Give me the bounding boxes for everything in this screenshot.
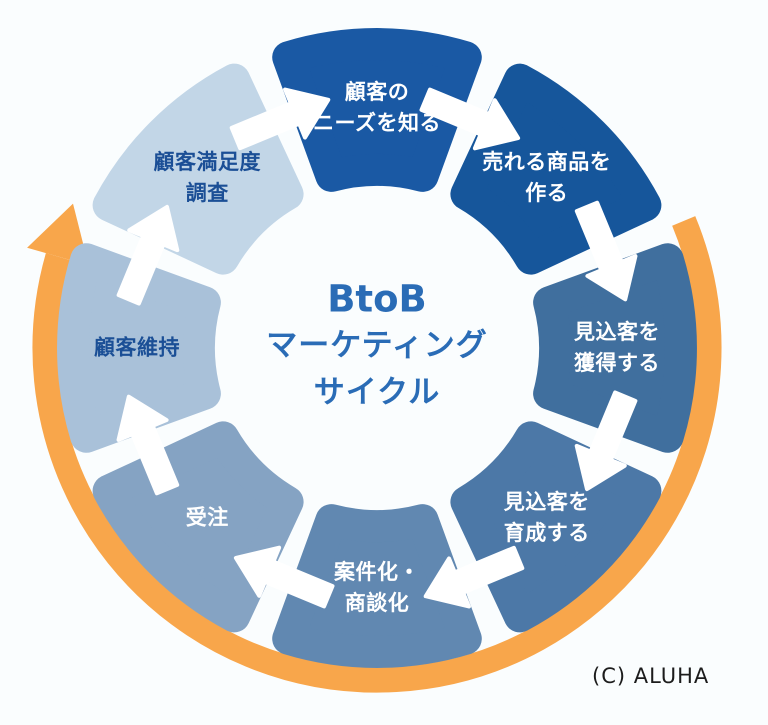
step-arrow-shape xyxy=(423,545,525,609)
copyright-credit: (C) ALUHA xyxy=(592,664,710,688)
cycle-segment-1 xyxy=(272,28,482,192)
diagram-center-title: BtoB マーケティング サイクル xyxy=(266,276,488,417)
step-arrow-icon xyxy=(574,200,638,302)
step-arrow-icon xyxy=(419,87,521,151)
step-arrow-shape xyxy=(574,200,638,302)
step-arrow-icon xyxy=(233,545,335,609)
step-arrow-icon xyxy=(229,87,331,151)
center-title-line2: マーケティング xyxy=(266,327,488,364)
step-arrow-icon xyxy=(116,204,180,306)
step-arrow-icon xyxy=(574,390,638,492)
step-arrow-icon xyxy=(116,394,180,496)
step-arrow-shape xyxy=(116,394,180,496)
step-arrow-shape xyxy=(229,87,331,151)
center-title-line3: サイクル xyxy=(313,374,441,411)
center-title-line1: BtoB xyxy=(327,277,427,321)
cycle-direction-arc xyxy=(32,216,722,693)
step-arrow-icon xyxy=(423,545,525,609)
step-arrow-shape xyxy=(116,204,180,306)
cycle-segment-3 xyxy=(533,243,697,453)
step-arrow-shape xyxy=(419,87,521,151)
cycle-segment-7 xyxy=(57,243,221,453)
step-arrow-shape xyxy=(233,545,335,609)
cycle-direction-arrowhead xyxy=(27,203,89,266)
cycle-segment-5 xyxy=(272,504,482,668)
step-arrow-shape xyxy=(574,390,638,492)
